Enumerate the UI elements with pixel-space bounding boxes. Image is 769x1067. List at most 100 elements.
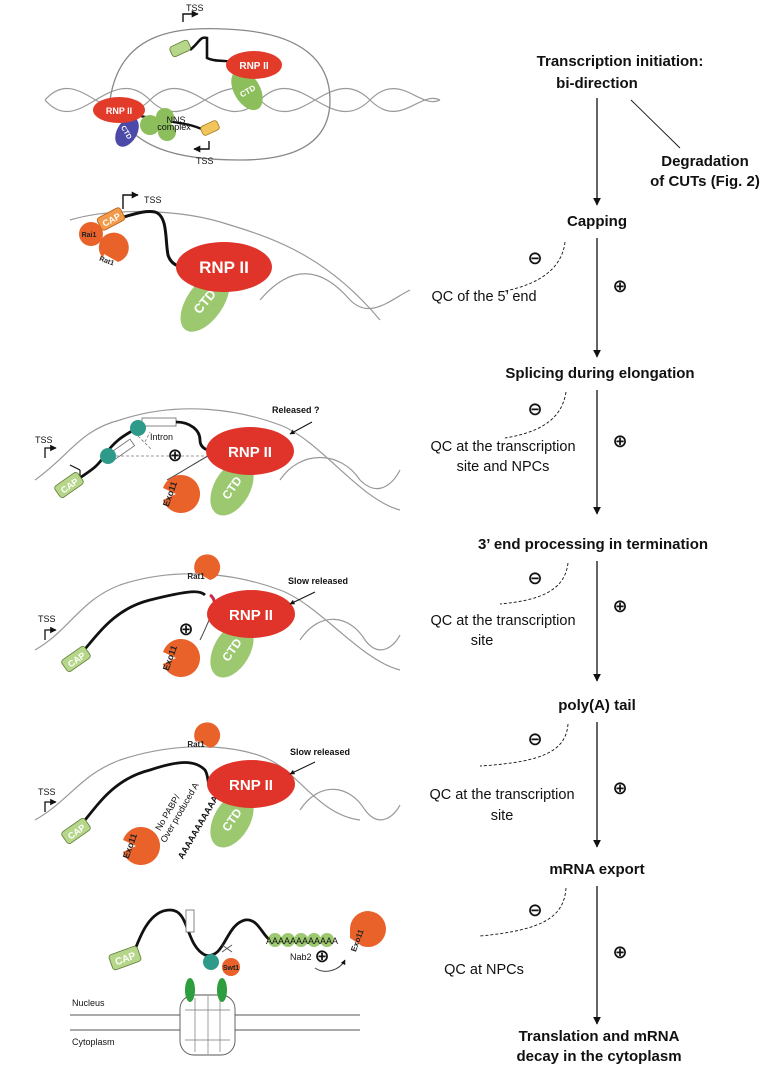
dna-curve-termination	[299, 618, 401, 651]
minus-sign-2: ⊖	[527, 399, 542, 420]
dna-curve-polya	[299, 788, 401, 821]
nuclear-pore-complex	[179, 994, 236, 1056]
cap-export	[108, 945, 142, 971]
panel-capping: TSS CAP Rai1 Rat1 CTD RNP II	[69, 191, 411, 332]
qc-branch-5	[479, 887, 567, 937]
dna-line-polya	[34, 746, 361, 821]
panel-export: Nucleus Cytoplasm CAP Swt1 AAAAAAAAAAAA …	[70, 908, 386, 1056]
tss-arrow-termination	[44, 626, 57, 640]
transcript-upper	[189, 36, 233, 64]
spliceosome-left	[100, 448, 116, 464]
step-mrna-export: mRNA export	[549, 861, 644, 878]
spliceosome-top	[130, 420, 146, 436]
rnp-splicing-label: RNP II	[228, 444, 272, 461]
transcript-export	[130, 908, 271, 959]
qc-label-1: QC of the 5’ end	[431, 289, 536, 305]
released-question-arrow	[289, 421, 313, 435]
tss-label-polya: TSS	[38, 787, 56, 797]
nns-label-line1: NNS	[166, 115, 185, 125]
step-translation-line2: decay in the cytoplasm	[516, 1048, 681, 1065]
dna-curve-splicing	[279, 457, 401, 490]
nucleus-label: Nucleus	[72, 998, 105, 1008]
rnp-upper-label: RNP II	[239, 61, 268, 72]
tss-label-upper: TSS	[186, 3, 204, 13]
qc-label-5: QC at NPCs	[444, 962, 524, 978]
swt1-protein	[222, 958, 240, 976]
rat1-label-termination: Rat1	[187, 572, 205, 581]
nab2-bead-2	[281, 933, 295, 947]
plus-sign-1: ⊕	[612, 276, 627, 297]
qc-label-4-line2: site	[491, 808, 514, 824]
qc-label-4-line1: QC at the transcription	[429, 787, 574, 803]
qc-branch-2	[504, 391, 567, 439]
minus-sign-3: ⊖	[527, 568, 542, 589]
rnp-capping	[176, 242, 272, 292]
rat1-protein-capping	[98, 232, 129, 262]
step-polya-tail: poly(A) tail	[558, 697, 636, 714]
cap-capping	[96, 207, 126, 231]
rnp-polya-label: RNP II	[229, 777, 273, 794]
rat1-protein-polya	[194, 722, 221, 748]
plus-sign-5: ⊕	[612, 942, 627, 963]
exo11-protein-splicing	[163, 475, 201, 513]
tss-arrow-lower	[193, 141, 210, 153]
npc-filament-left	[185, 978, 195, 1002]
rnp-polya	[207, 760, 295, 808]
rai1-label: Rai1	[82, 232, 97, 239]
rnp-termination	[207, 590, 295, 638]
exo11-protein-export	[349, 911, 386, 948]
export-plus-sign: ⊕	[314, 946, 329, 967]
qc-label-3-line1: QC at the transcription	[430, 613, 575, 629]
minus-sign-1: ⊖	[527, 248, 542, 269]
panel-initiation: TSS CTD RNP II CTD RNP II NNS complex TS…	[44, 3, 441, 166]
slow-released-arrow-polya	[289, 761, 316, 775]
minus-sign-4: ⊖	[527, 729, 542, 750]
nns-complex	[140, 108, 176, 141]
tss-label-splicing: TSS	[35, 435, 53, 445]
panel-termination: TSS CAP Rat1 Exo11 ⊕ CTD RNP II Slow rel…	[34, 554, 401, 678]
plus-sign-4: ⊕	[612, 778, 627, 799]
rat1-label-polya: Rat1	[187, 740, 205, 749]
npc-basket-lines	[185, 996, 230, 1054]
swt1-label: Swt1	[223, 965, 239, 972]
cap-termination	[61, 646, 91, 672]
tss-label-lower: TSS	[196, 156, 214, 166]
plus-sign-3: ⊕	[612, 596, 627, 617]
flowchart: Transcription initiation: bi-direction D…	[429, 53, 759, 1065]
qc-branch-1	[504, 241, 566, 292]
nab2-bead-1	[268, 933, 282, 947]
cap-splicing	[54, 472, 84, 498]
degradation-label-line2: of CUTs (Fig. 2)	[650, 173, 760, 190]
nns-subunit-2	[156, 108, 174, 126]
intron-box-top	[141, 417, 177, 427]
minus-sign-5: ⊖	[527, 900, 542, 921]
rnp-capping-label: RNP II	[199, 258, 249, 277]
tss-label-capping: TSS	[144, 195, 162, 205]
step-initiation-title: Transcription initiation:	[537, 53, 704, 70]
qc-label-3-line2: site	[471, 633, 494, 649]
exo11-protein-termination	[163, 639, 201, 678]
exo11-export-arrow	[314, 959, 346, 972]
polya-label-export: AAAAAAAAAAAA	[266, 936, 338, 946]
cleavage-mark	[221, 944, 233, 953]
nab2-bead-5	[320, 933, 334, 947]
tss-arrow-capping	[122, 191, 139, 209]
degradation-label-line1: Degradation	[661, 153, 749, 170]
termination-plus-sign: ⊕	[178, 619, 193, 640]
lower-cap-icon	[200, 120, 220, 136]
slow-released-label-polya: Slow released	[290, 747, 350, 757]
step-initiation-subtitle: bi-direction	[556, 75, 638, 92]
released-question-label: Released ?	[272, 405, 320, 415]
nns-subunit-3	[158, 123, 176, 141]
qc-label-2-line1: QC at the transcription	[430, 439, 575, 455]
nns-label-line2: complex	[157, 122, 191, 132]
ctd-lower	[115, 117, 139, 147]
cap-polya	[61, 818, 91, 844]
nab2-bead-4	[307, 933, 321, 947]
tss-arrow-splicing	[44, 444, 57, 458]
tss-arrow-polya	[44, 798, 57, 812]
upper-cap-icon	[169, 39, 192, 58]
dna-line-splicing	[34, 408, 401, 511]
